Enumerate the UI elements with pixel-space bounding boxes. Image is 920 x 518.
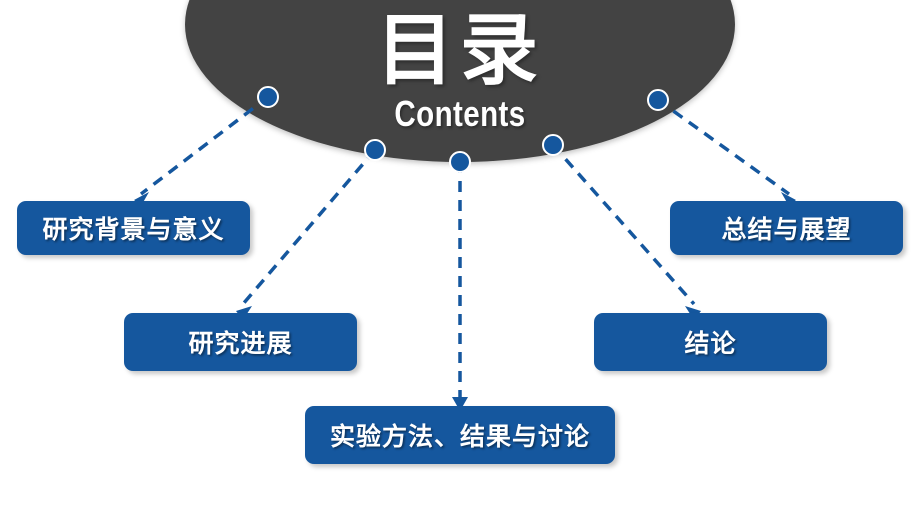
contents-item-label: 总结与展望 — [721, 215, 852, 244]
contents-item-label: 研究进展 — [188, 329, 293, 358]
contents-item-label: 实验方法、结果与讨论 — [329, 422, 590, 451]
contents-item-research-progress[interactable]: 研究进展 — [124, 313, 357, 371]
contents-item-summary-outlook[interactable]: 总结与展望 — [670, 201, 903, 255]
contents-item-label: 研究背景与意义 — [42, 215, 225, 244]
node-dot-0[interactable] — [257, 86, 279, 108]
contents-item-label: 结论 — [684, 329, 737, 358]
node-dot-3[interactable] — [542, 134, 564, 156]
connector-line-1 — [241, 148, 377, 306]
connector-line-3 — [551, 143, 696, 306]
connector-line-4 — [656, 98, 791, 196]
contents-item-conclusion[interactable]: 结论 — [594, 313, 827, 371]
connector-arrow-2 — [452, 397, 468, 411]
node-dot-2[interactable] — [449, 151, 471, 173]
node-dot-1[interactable] — [364, 139, 386, 161]
contents-item-methods-results-discussion[interactable]: 实验方法、结果与讨论 — [305, 406, 615, 464]
connector-line-0 — [139, 95, 270, 196]
contents-item-research-background[interactable]: 研究背景与意义 — [17, 201, 250, 255]
node-dot-4[interactable] — [647, 89, 669, 111]
